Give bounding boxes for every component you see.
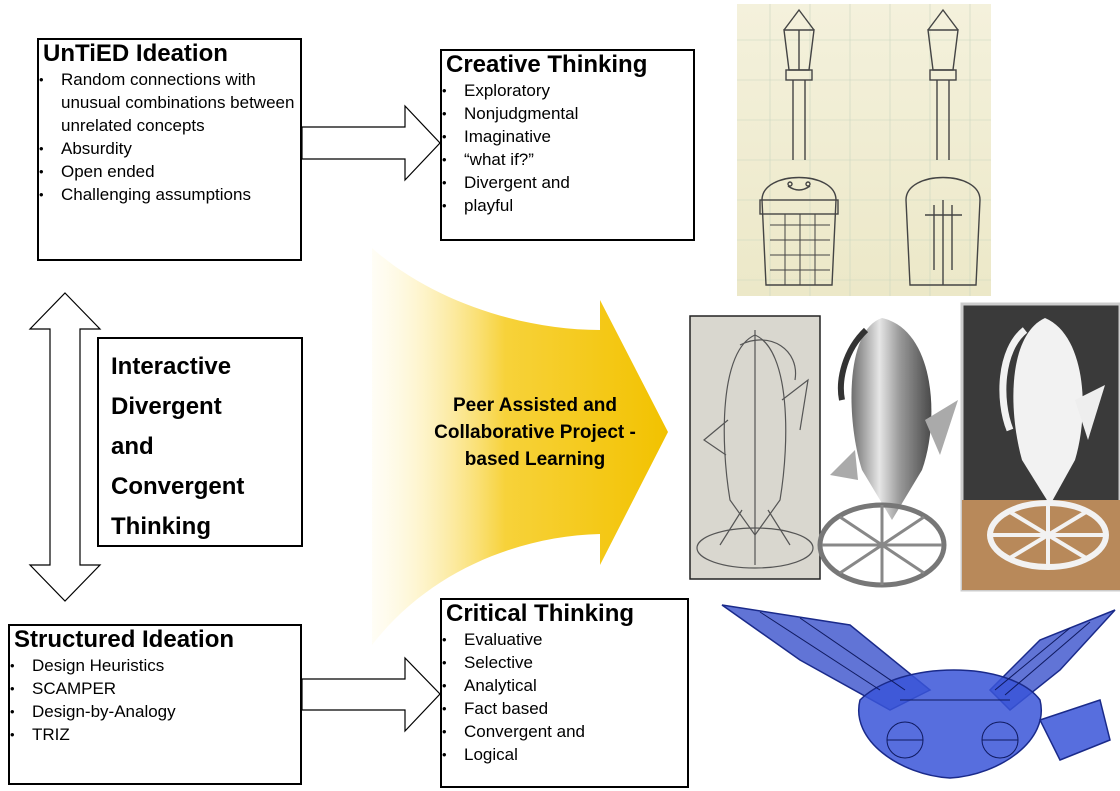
lamp-trash-sketch	[737, 4, 991, 296]
bird-robot-render	[721, 604, 1116, 779]
list-item: Convergent and	[442, 720, 687, 743]
interactive-line: and	[111, 433, 154, 460]
list-item: Nonjudgmental	[442, 102, 693, 125]
interactive-thinking-box: Interactive Divergent and Convergent Thi…	[97, 337, 303, 547]
untied-ideation-list: Random connections with unusual combinat…	[39, 68, 300, 206]
collaborative-line: Peer Assisted and	[452, 395, 618, 416]
interactive-line: Interactive	[111, 353, 232, 380]
list-item: Absurdity	[39, 137, 300, 160]
critical-thinking-title: Critical Thinking	[446, 600, 635, 627]
arrow-structured-to-critical	[301, 656, 441, 733]
structured-ideation-list: Design Heuristics SCAMPER Design-by-Anal…	[10, 654, 300, 746]
list-item: Logical	[442, 743, 687, 766]
list-item: playful	[442, 194, 693, 217]
collaboration-arrow	[372, 248, 668, 645]
list-item: Selective	[442, 651, 687, 674]
creative-thinking-box: Creative Thinking Exploratory Nonjudgmen…	[440, 49, 695, 241]
list-item: Exploratory	[442, 79, 693, 102]
critical-thinking-list: Evaluative Selective Analytical Fact bas…	[442, 628, 687, 766]
double-arrow-vertical	[28, 292, 102, 602]
untied-ideation-title: UnTiED Ideation	[43, 40, 228, 67]
arrow-untied-to-creative	[301, 104, 441, 182]
list-item: Random connections with unusual combinat…	[39, 68, 300, 137]
creative-thinking-title: Creative Thinking	[446, 51, 648, 78]
interactive-line: Thinking	[111, 513, 211, 540]
interactive-line: Convergent	[111, 473, 245, 500]
creative-thinking-list: Exploratory Nonjudgmental Imaginative “w…	[442, 79, 693, 217]
list-item: Evaluative	[442, 628, 687, 651]
list-item: Analytical	[442, 674, 687, 697]
list-item: Challenging assumptions	[39, 183, 300, 206]
list-item: SCAMPER	[10, 677, 300, 700]
collaborative-line: based Learning	[464, 449, 606, 470]
list-item: Open ended	[39, 160, 300, 183]
fish-print-photo	[960, 302, 1120, 592]
structured-ideation-box: Structured Ideation Design Heuristics SC…	[8, 624, 302, 785]
list-item: Divergent and	[442, 171, 693, 194]
list-item: Design Heuristics	[10, 654, 300, 677]
collaborative-line: Collaborative Project -	[434, 422, 636, 443]
untied-ideation-box: UnTiED Ideation Random connections with …	[37, 38, 302, 261]
interactive-line: Divergent	[111, 393, 222, 420]
list-item: TRIZ	[10, 723, 300, 746]
structured-ideation-title: Structured Ideation	[14, 626, 235, 653]
fish-sketch	[689, 315, 821, 580]
critical-thinking-box: Critical Thinking Evaluative Selective A…	[440, 598, 689, 788]
list-item: Fact based	[442, 697, 687, 720]
list-item: “what if?”	[442, 148, 693, 171]
fish-render-metal	[817, 318, 958, 588]
list-item: Imaginative	[442, 125, 693, 148]
list-item: Design-by-Analogy	[10, 700, 300, 723]
collaborative-learning-label: Peer Assisted and Collaborative Project …	[405, 392, 665, 473]
